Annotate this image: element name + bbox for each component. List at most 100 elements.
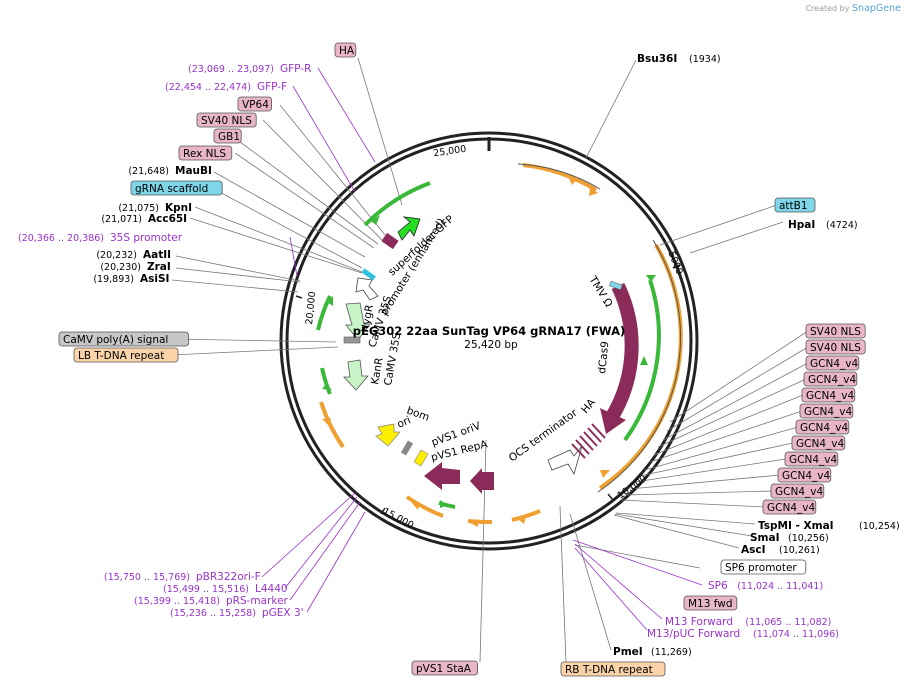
tick-10000: 10,000 bbox=[615, 473, 648, 501]
label-box-attb1 bbox=[774, 197, 816, 213]
label-m13puc: M13/pUC Forward(11,074 .. 11,096) bbox=[647, 628, 839, 640]
green-arcs bbox=[316, 181, 661, 509]
label-text-kpni: KpnI bbox=[165, 202, 192, 214]
label-box-camv-polya bbox=[58, 331, 190, 347]
label-aatii: AatII(20,232) bbox=[96, 249, 171, 261]
label-box-gcn4-6 bbox=[795, 419, 850, 435]
label-box-lb-tdna bbox=[73, 347, 179, 363]
label-coord-tspmi: (10,254) bbox=[859, 521, 900, 532]
label-l4440: L4440(15,499 .. 15,516) bbox=[163, 583, 288, 595]
label-text-pmei: PmeI bbox=[613, 646, 643, 658]
label-text-m13fwd-p: M13 Forward bbox=[665, 616, 733, 628]
label-text-pgex: pGEX 3' bbox=[262, 607, 304, 619]
label-box-ha-top bbox=[334, 42, 357, 58]
label-gcn4-10: GCN4_v4 bbox=[805, 355, 860, 371]
label-box-pvs1-staa bbox=[411, 660, 478, 676]
label-coord-gfp-f: (22,454 .. 22,474) bbox=[165, 82, 251, 93]
label-text-gfp-r: GFP-R bbox=[280, 63, 311, 75]
label-box-m13fwd bbox=[683, 595, 738, 611]
label-zrai: ZraI(20,230) bbox=[100, 261, 170, 273]
tmv-feature bbox=[609, 280, 623, 291]
pvs1-staa-arrow bbox=[470, 468, 494, 494]
inner-ha: HA bbox=[579, 396, 598, 416]
label-box-gcn4-7 bbox=[799, 403, 854, 419]
label-acc65i: Acc65I(21,071) bbox=[101, 213, 187, 225]
label-m13fwd: M13 fwd bbox=[683, 595, 738, 611]
arc-arrowheads bbox=[322, 176, 610, 527]
label-text-camv-polya: CaMV poly(A) signal bbox=[63, 334, 168, 346]
label-coord-m13fwd-p: (11,065 .. 11,082) bbox=[745, 617, 831, 628]
inner-ori: ori bbox=[395, 414, 412, 431]
label-text-sv40-nls-r2: SV40 NLS bbox=[810, 326, 861, 338]
label-pmei: PmeI (11,269) bbox=[613, 646, 692, 658]
label-box-gcn4-4 bbox=[784, 451, 839, 467]
label-text-rex-nls: Rex NLS bbox=[183, 148, 226, 160]
label-gcn4-7: GCN4_v4 bbox=[799, 403, 854, 419]
label-lb-tdna: LB T-DNA repeat bbox=[73, 347, 179, 363]
label-box-rex-nls bbox=[178, 145, 233, 161]
label-text-gfp-f: GFP-F bbox=[257, 81, 287, 93]
label-box-gcn4-10 bbox=[805, 355, 860, 371]
label-vp64: VP64 bbox=[237, 96, 272, 112]
hygr-arrow bbox=[345, 302, 371, 341]
label-gcn4-1: GCN4_v4 bbox=[762, 499, 817, 515]
label-coord-hpai: (4724) bbox=[826, 220, 858, 231]
label-coord-aatii: (20,232) bbox=[96, 250, 137, 261]
label-m13fwd-p: M13 Forward (11,065 .. 11,082) bbox=[665, 616, 831, 628]
label-text-maubi: MauBI bbox=[175, 165, 212, 177]
inner-hygr: HygR bbox=[359, 304, 376, 334]
label-pvs1-staa: pVS1 StaA bbox=[411, 660, 478, 676]
scale-ticks bbox=[295, 264, 681, 515]
label-text-pbr322: pBR322ori-F bbox=[196, 571, 261, 583]
ori-feature bbox=[400, 440, 414, 456]
label-text-acc65i: Acc65I bbox=[148, 213, 187, 225]
ha-feature bbox=[381, 232, 399, 250]
label-coord-bsu36i: (1934) bbox=[689, 54, 721, 65]
tick-25000: 25,000 bbox=[433, 144, 467, 160]
label-text-gb1: GB1 bbox=[218, 131, 240, 143]
gcn4-repeat-stripes bbox=[571, 423, 606, 459]
label-gcn4-2: GCN4_v4 bbox=[770, 483, 825, 499]
label-gcn4-3: GCN4_v4 bbox=[777, 467, 832, 483]
camv-polya-feature bbox=[343, 336, 361, 344]
label-coord-asisi: (19,893) bbox=[93, 274, 134, 285]
plasmid-length: 25,420 bp bbox=[464, 339, 518, 351]
inner-kanr: KanR bbox=[369, 357, 386, 386]
label-coord-sp6: (11,024 .. 11,041) bbox=[737, 581, 823, 592]
label-prs: pRS-marker(15,399 .. 15,418) bbox=[134, 595, 289, 607]
label-ha-top: HA bbox=[334, 42, 357, 58]
label-box-gcn4-1 bbox=[762, 499, 817, 515]
label-coord-gfp-r: (23,069 .. 23,097) bbox=[188, 64, 274, 75]
label-box-gb1 bbox=[213, 128, 242, 144]
label-box-sp6prom bbox=[720, 559, 807, 575]
label-sv40-nls-r1: SV40 NLS bbox=[805, 339, 866, 355]
label-pbr322: pBR322ori-F(15,750 .. 15,769) bbox=[104, 571, 261, 583]
label-text-grna: gRNA scaffold bbox=[135, 183, 208, 195]
label-text-gcn4-2: GCN4_v4 bbox=[775, 486, 823, 498]
camv-35s-enh-arrow bbox=[355, 277, 379, 301]
label-attb1: attB1 bbox=[774, 197, 816, 213]
green-arrowheads bbox=[322, 215, 656, 508]
label-text-sp6: SP6 bbox=[708, 580, 728, 592]
label-gcn4-8: GCN4_v4 bbox=[801, 387, 856, 403]
label-box-sv40-nls-l bbox=[196, 112, 257, 128]
label-asci: AscI(10,261) bbox=[741, 544, 820, 556]
label-coord-pmei: (11,269) bbox=[651, 647, 692, 658]
inner-dcas9: dCas9 bbox=[596, 341, 611, 375]
label-box-gcn4-2 bbox=[770, 483, 825, 499]
label-text-gcn4-5: GCN4_v4 bbox=[796, 438, 844, 450]
label-sv40-nls-l: SV40 NLS bbox=[196, 112, 257, 128]
label-text-sv40-nls-r1: SV40 NLS bbox=[810, 342, 861, 354]
label-coord-smai: (10,256) bbox=[788, 533, 829, 544]
label-text-gcn4-10: GCN4_v4 bbox=[810, 358, 858, 370]
label-text-tspmi: TspMI - XmaI bbox=[758, 520, 834, 532]
label-rb-tdna: RB T-DNA repeat bbox=[560, 661, 666, 677]
label-maubi: MauBI(21,648) bbox=[128, 165, 212, 177]
label-35s: 35S promoter(20,366 .. 20,386) bbox=[18, 232, 183, 244]
label-text-asisi: AsiSI bbox=[140, 273, 169, 285]
label-text-m13puc: M13/pUC Forward bbox=[647, 628, 740, 640]
label-sp6: SP6 (11,024 .. 11,041) bbox=[708, 580, 823, 592]
label-text-l4440: L4440 bbox=[255, 583, 288, 595]
snapgene-credit: Created by SnapGene bbox=[805, 3, 901, 14]
